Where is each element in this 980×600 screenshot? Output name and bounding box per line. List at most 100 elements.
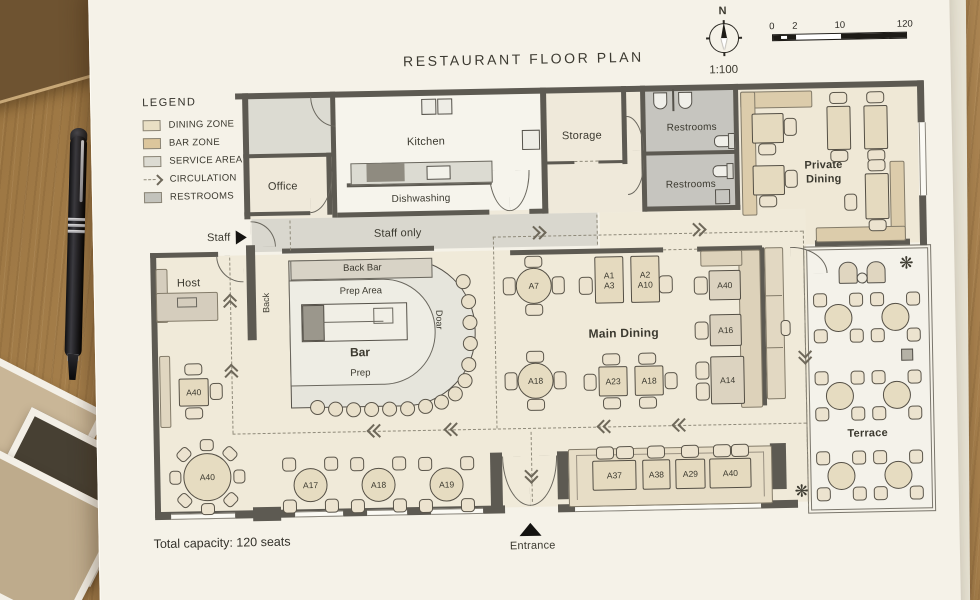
- table-label: A19: [438, 479, 455, 490]
- table-label: A18: [641, 375, 657, 386]
- legend-label: SERVICE AREA: [169, 153, 243, 167]
- window: [431, 507, 484, 515]
- entrance-marker-icon: [519, 522, 542, 537]
- page-title: RESTAURANT FLOOR PLAN: [402, 48, 644, 70]
- chair: [553, 371, 567, 390]
- legend-item: SERVICE AREA: [143, 150, 243, 170]
- staff-arrow-icon: [235, 230, 247, 245]
- bar-island-box: [373, 307, 394, 324]
- chair: [906, 327, 921, 342]
- table: [826, 105, 852, 151]
- north-label: N: [718, 5, 727, 18]
- pd-banquette-left: [740, 91, 758, 216]
- legend-label: DINING ZONE: [168, 118, 235, 131]
- stove-icon: [437, 98, 453, 115]
- chair: [392, 456, 407, 471]
- chair: [852, 486, 867, 501]
- chair: [907, 369, 922, 384]
- chair: [664, 372, 678, 390]
- bar-door-label: Doar: [434, 309, 445, 330]
- table: [863, 104, 889, 150]
- table-label: A2: [639, 269, 651, 280]
- terrace-label: Terrace: [847, 427, 888, 440]
- chair: [908, 405, 923, 420]
- lounge-chair: [838, 261, 858, 284]
- main-banquette-arm: [700, 249, 743, 267]
- table-label: A40: [199, 471, 216, 483]
- table-label: A7: [528, 280, 540, 291]
- chair: [602, 353, 621, 366]
- lounge-chair: [866, 261, 886, 284]
- legend-item: RESTROOMS: [143, 186, 243, 206]
- scale-tick: 0: [769, 21, 775, 33]
- bar-sink: [302, 304, 325, 342]
- table: A40: [709, 457, 752, 489]
- booth-table: A16: [709, 313, 742, 347]
- chair: [870, 328, 885, 343]
- storage-label: Storage: [561, 129, 602, 143]
- table: A40: [178, 378, 210, 407]
- host-label: Host: [176, 277, 201, 290]
- private-dining-label: Private Dining: [804, 158, 843, 186]
- chair: [905, 291, 921, 306]
- chair: [867, 159, 886, 172]
- table-label: A16: [717, 325, 734, 336]
- chair: [502, 277, 516, 296]
- table: A38: [642, 459, 671, 490]
- planter-box: [901, 348, 914, 361]
- table-label: A40: [717, 280, 733, 291]
- north-compass-icon: [706, 20, 743, 57]
- chair: [524, 255, 543, 268]
- table: A29: [675, 458, 706, 490]
- chair: [200, 502, 216, 516]
- chair: [851, 406, 866, 421]
- chair: [868, 219, 887, 232]
- chair: [830, 149, 849, 163]
- chair: [504, 372, 518, 391]
- table: A37: [592, 459, 637, 491]
- table-label: A18: [370, 479, 387, 490]
- booth-table: A14: [710, 355, 746, 405]
- chair: [526, 350, 545, 363]
- chair: [551, 276, 565, 295]
- staff-only-label: Staff only: [373, 226, 422, 240]
- chair: [526, 398, 546, 411]
- stove-icon: [421, 98, 437, 115]
- back-bar-label: Back Bar: [343, 262, 382, 274]
- chair: [646, 445, 666, 459]
- chair: [783, 117, 797, 136]
- toilet-icon: [727, 132, 736, 150]
- chair: [815, 407, 830, 422]
- chair: [350, 457, 365, 472]
- circulation-arrow-icon: [143, 173, 164, 186]
- chair: [680, 444, 700, 459]
- chair: [815, 451, 831, 466]
- chair: [730, 443, 750, 458]
- chair: [869, 292, 885, 307]
- toilet-icon: [726, 162, 734, 180]
- legend-label: CIRCULATION: [169, 172, 237, 185]
- chair: [169, 470, 182, 485]
- table-label: A18: [527, 375, 544, 386]
- pd-banquette-bottom: [815, 225, 906, 243]
- table: [751, 112, 785, 144]
- staff-label: Staff: [206, 231, 231, 245]
- scale-label: 1:100: [709, 63, 739, 77]
- chair: [392, 498, 408, 513]
- chair: [578, 276, 593, 295]
- chair: [872, 450, 888, 465]
- chair: [638, 396, 658, 409]
- prep-area-label: Prep Area: [339, 285, 383, 298]
- scale-tick: 10: [834, 19, 846, 31]
- chair: [829, 91, 848, 105]
- chair: [814, 371, 829, 386]
- legend-swatch: [142, 137, 162, 149]
- chair: [418, 498, 434, 514]
- scale-tick: 120: [896, 18, 913, 30]
- chair: [418, 456, 433, 472]
- restrooms-bottom-label: Restrooms: [665, 178, 717, 191]
- chair: [873, 486, 888, 501]
